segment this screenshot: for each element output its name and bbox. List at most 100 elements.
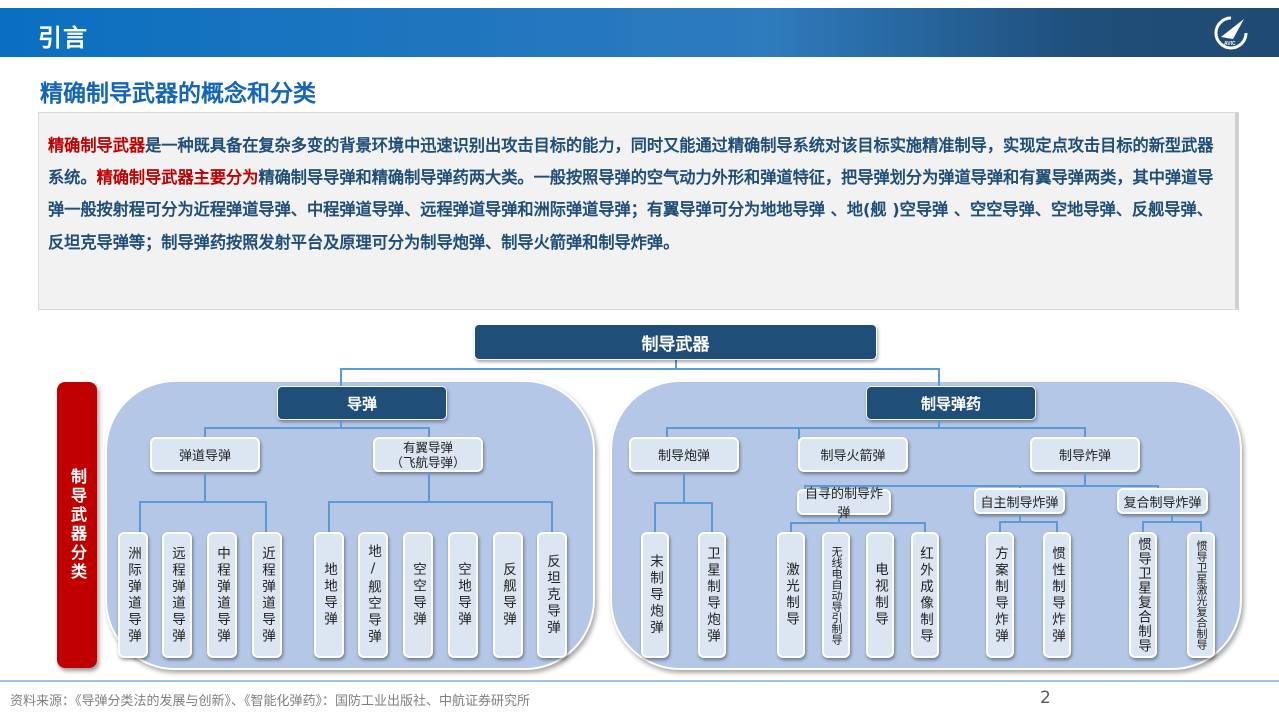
leaf-ins-gps: 惯导卫星复合制导: [1129, 532, 1157, 658]
winged-missile-node: 有翼导弹 （飞航导弹）: [373, 437, 483, 472]
connector: [654, 502, 713, 504]
composite-bomb-node: 复合制导炸弹: [1117, 488, 1208, 514]
munition-node: 制导弹药: [866, 386, 1036, 420]
connector: [204, 427, 430, 429]
connector: [1142, 521, 1202, 523]
connector: [1084, 472, 1086, 486]
leaf-terminal-shell: 末制导炮弹: [641, 532, 669, 658]
autonomous-label: 自主制导炸弹: [980, 495, 1059, 511]
connector: [204, 472, 206, 502]
leaf-label: 反坦克导弹: [544, 553, 560, 637]
connector: [838, 515, 840, 523]
leaf-anti-ship: 反舰导弹: [493, 532, 523, 658]
connector: [1142, 521, 1144, 533]
footer-divider: [0, 680, 1279, 682]
winged-label-2: （飞航导弹）: [390, 454, 466, 470]
leaf-icbm: 洲际弹道导弹: [118, 532, 148, 658]
header-bar: 引言 AVIC: [0, 8, 1279, 57]
section-title: 精确制导武器的概念和分类: [40, 81, 316, 107]
connector: [666, 427, 1086, 429]
guided-bomb-node: 制导炸弹: [1030, 437, 1140, 472]
leaf-label: 空空导弹: [410, 562, 426, 628]
bomb-label: 制导炸弹: [1058, 449, 1111, 464]
connector: [804, 485, 1159, 487]
missile-node: 导弹: [277, 386, 447, 420]
connector: [551, 501, 553, 533]
intro-paragraph: 精确制导武器是一种既具备在复杂多变的背景环境中迅速识别出攻击目标的能力，同时又能…: [38, 112, 1239, 310]
winged-label-1: 有翼导弹: [402, 439, 453, 455]
leaf-label: 远程弹道导弹: [169, 545, 185, 645]
leaf-label: 空地导弹: [455, 562, 471, 628]
munition-label: 制导弹药: [920, 394, 981, 413]
leaf-radio: 无线电自动导引制导: [822, 532, 850, 658]
guided-rocket-node: 制导火箭弹: [798, 437, 908, 472]
leaf-label: 地/舰空导弹: [365, 544, 381, 646]
leaf-satellite-shell: 卫星制导炮弹: [698, 532, 726, 658]
autonomous-bomb-node: 自主制导炸弹: [974, 488, 1065, 514]
leaf-label: 无线电自动导引制导: [830, 545, 843, 645]
connector: [938, 368, 940, 388]
ballistic-label: 弹道导弹: [178, 449, 231, 464]
connector: [428, 427, 430, 439]
leaf-label: 中程弹道导弹: [214, 545, 230, 645]
leaf-label: 末制导炮弹: [647, 553, 663, 637]
leaf-air-surface: 空地导弹: [448, 532, 478, 658]
leaf-tv: 电视制导: [866, 532, 894, 658]
leaf-surface-air: 地/舰空导弹: [358, 532, 388, 658]
connector: [139, 501, 141, 533]
connector: [328, 501, 330, 533]
leaf-label: 惯导卫星激光复合制导: [1195, 540, 1208, 650]
composite-label: 复合制导炸弹: [1123, 495, 1202, 511]
leaf-label: 卫星制导炮弹: [704, 545, 720, 645]
connector: [711, 502, 713, 533]
connector: [804, 485, 806, 491]
leaf-inertial-bomb: 惯性制导炸弹: [1043, 532, 1071, 658]
leaf-long-range: 远程弹道导弹: [162, 532, 192, 658]
leaf-label: 近程弹道导弹: [259, 545, 275, 645]
ballistic-missile-node: 弹道导弹: [150, 437, 260, 472]
seeker-label: 自寻的制导炸弹: [804, 487, 883, 521]
leaf-label: 激光制导: [783, 562, 799, 628]
connector: [428, 472, 430, 502]
leaf-air-air: 空空导弹: [403, 532, 433, 658]
leaf-label: 惯性制导炸弹: [1049, 545, 1065, 645]
connector: [340, 420, 342, 428]
source-note: 资料来源：《导弹分类法的发展与创新》、《智能化弹药》：国防工业出版社、中航证券研…: [10, 694, 531, 709]
svg-text:AVIC: AVIC: [1224, 41, 1236, 47]
connector: [265, 501, 267, 533]
intro-highlight-1: 精确制导武器: [48, 136, 146, 155]
leaf-short-range: 近程弹道导弹: [252, 532, 282, 658]
root-node: 制导武器: [474, 324, 877, 360]
connector: [666, 427, 668, 439]
classification-side-label: 制导武器分类: [57, 382, 97, 668]
connector: [1019, 514, 1021, 522]
connector: [999, 521, 1001, 533]
leaf-label: 反舰导弹: [500, 562, 516, 628]
connector: [340, 368, 940, 370]
connector: [798, 427, 800, 439]
connector: [1056, 521, 1058, 533]
connector: [340, 368, 342, 388]
connector: [1171, 514, 1173, 522]
leaf-label: 地地导弹: [321, 562, 337, 628]
leaf-laser: 激光制导: [777, 532, 805, 658]
leaf-surface-surface: 地地导弹: [314, 532, 344, 658]
connector: [683, 472, 685, 503]
header-title: 引言: [38, 24, 88, 52]
leaf-ins-gps-laser: 惯导卫星激光复合制导: [1187, 532, 1215, 658]
connector: [654, 502, 656, 533]
leaf-mid-range: 中程弹道导弹: [207, 532, 237, 658]
connector: [790, 522, 792, 533]
missile-label: 导弹: [346, 394, 377, 413]
connector: [938, 420, 940, 428]
leaf-label: 洲际弹道导弹: [125, 545, 141, 645]
connector: [790, 522, 926, 524]
leaf-infrared: 红外成像制导: [911, 532, 939, 658]
avic-logo-icon: AVIC: [1214, 16, 1248, 50]
connector: [675, 359, 677, 369]
leaf-label: 方案制导炸弹: [992, 545, 1008, 645]
leaf-label: 电视制导: [872, 562, 888, 628]
intro-highlight-2: 精确制导武器主要分为: [96, 168, 259, 188]
leaf-label: 红外成像制导: [917, 545, 933, 645]
guided-shell-node: 制导炮弹: [629, 437, 739, 472]
